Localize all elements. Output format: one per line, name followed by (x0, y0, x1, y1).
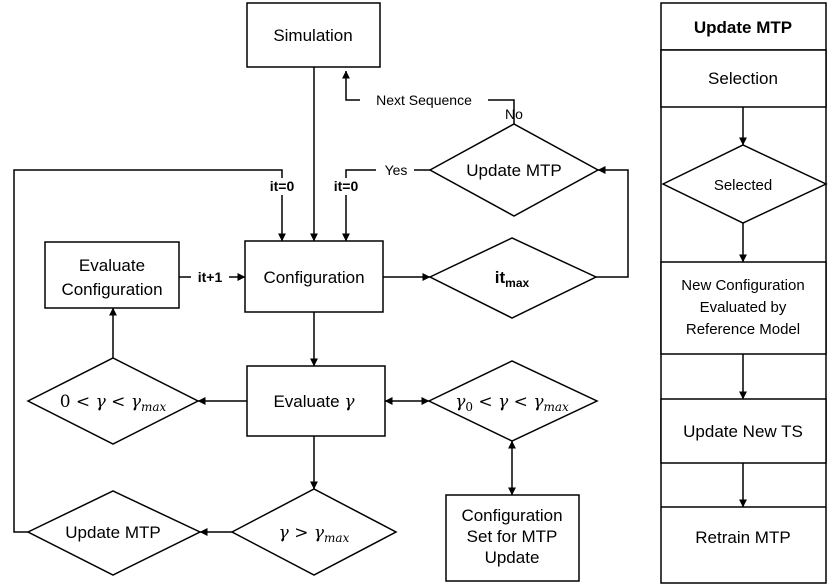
node-range-right-label: γ0 < γ < γmax (455, 392, 569, 414)
panel-retrain-label: Retrain MTP (695, 528, 790, 547)
node-config-set-line2: Set for MTP (467, 527, 558, 546)
panel-new-config-line2: Evaluated by (700, 299, 787, 316)
panel-new-config-line1: New Configuration (681, 277, 804, 294)
node-update-mtp-bottom: Update MTP (26, 490, 202, 576)
node-evaluate-config-line2: Configuration (61, 280, 162, 299)
label-it-zero-right: it=0 (334, 178, 359, 194)
node-config-set: Configuration Set for MTP Update (445, 494, 580, 582)
label-next-sequence: Next Sequence (376, 92, 472, 108)
node-update-mtp-bottom-label: Update MTP (65, 523, 160, 542)
node-it-max: itmax (428, 237, 598, 319)
node-greater: γ > γmax (230, 488, 398, 576)
panel-update-mtp: Update MTP Selection Selected New Config… (660, 2, 828, 584)
node-update-mtp-top: Update MTP (428, 123, 600, 217)
node-range-left: 0 < γ < γmax (26, 357, 200, 445)
node-config-set-line3: Update (485, 548, 540, 567)
panel-new-config-line3: Reference Model (686, 321, 800, 338)
edge-itmax-update-mtp (596, 166, 629, 278)
node-greater-label: γ > γmax (279, 523, 350, 545)
edge-update-mtp-bottom-loop (13, 169, 286, 533)
panel-selection-label: Selection (708, 69, 778, 88)
node-evaluate-gamma: Evaluate γ (246, 365, 386, 437)
node-evaluate-configuration: Evaluate Configuration (44, 241, 180, 309)
label-yes: Yes (385, 162, 408, 178)
node-range-right: γ0 < γ < γmax (427, 360, 599, 442)
panel-selected-label: Selected (714, 177, 772, 194)
label-it-plus-one: it+1 (198, 269, 223, 285)
panel-title: Update MTP (694, 18, 792, 37)
label-it-zero-left: it=0 (270, 178, 295, 194)
panel-update-ts-box (660, 398, 827, 464)
node-configuration-label: Configuration (263, 268, 364, 287)
node-config-set-line1: Configuration (461, 506, 562, 525)
label-no: No (505, 106, 523, 122)
panel-new-config-box (660, 261, 827, 355)
node-evaluate-config-line1: Evaluate (79, 256, 145, 275)
node-range-left-label: 0 < γ < γmax (60, 392, 167, 414)
node-simulation-label: Simulation (273, 26, 352, 45)
panel-selected-diamond (661, 144, 828, 224)
panel-update-ts-label: Update New TS (683, 422, 803, 441)
node-update-mtp-top-label: Update MTP (466, 161, 561, 180)
node-simulation: Simulation (246, 2, 381, 68)
panel-selection-box (660, 49, 827, 108)
node-configuration: Configuration (244, 240, 384, 313)
node-evaluate-gamma-label: Evaluate γ (273, 392, 355, 412)
node-it-max-label: itmax (495, 268, 530, 290)
